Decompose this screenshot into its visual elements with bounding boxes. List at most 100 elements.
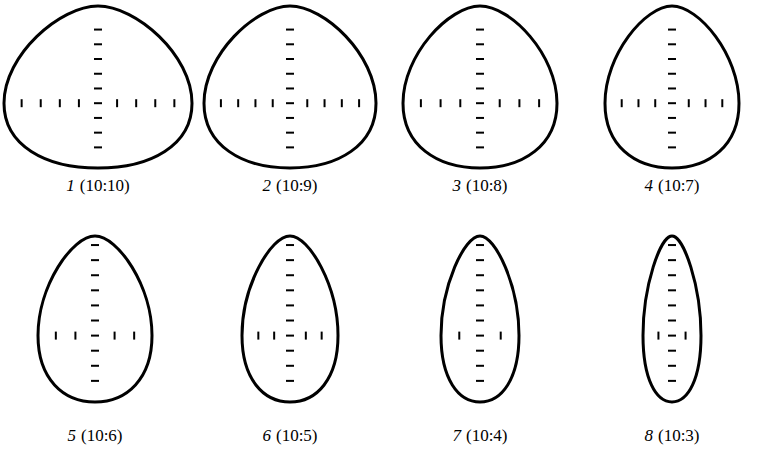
axis-tick <box>286 132 294 134</box>
axis-tick <box>94 43 102 45</box>
axis-tick <box>621 99 623 107</box>
axis-tick <box>286 380 294 382</box>
axis-tick <box>286 87 294 89</box>
axis-tick <box>286 146 294 148</box>
axis-tick <box>257 332 259 340</box>
axis-tick <box>668 320 676 322</box>
axis-tick <box>273 332 275 340</box>
axis-tick <box>668 289 676 291</box>
axis-tick <box>286 304 294 306</box>
axis-tick <box>341 99 343 107</box>
egg-outline <box>38 236 152 402</box>
axis-tick <box>154 99 156 107</box>
axis-tick <box>654 99 656 107</box>
axis-tick <box>668 350 676 352</box>
axis-tick <box>321 332 323 340</box>
axis-tick <box>91 259 99 261</box>
axis-tick <box>668 132 676 134</box>
axis-tick <box>476 320 484 322</box>
axis-tick <box>91 365 99 367</box>
axis-tick <box>476 43 484 45</box>
shape-caption: 2(10:9) <box>262 176 317 196</box>
axis-tick <box>458 332 460 340</box>
axis-tick <box>721 99 723 107</box>
axis-tick <box>705 99 707 107</box>
ratio-label: (10:6) <box>81 426 123 445</box>
egg-outline <box>403 6 557 168</box>
axis-tick <box>116 99 118 107</box>
axis-tick <box>305 332 307 340</box>
axis-tick <box>668 274 676 276</box>
egg-outline-group <box>441 236 519 402</box>
axis-tick <box>40 99 42 107</box>
egg-outline-group <box>4 6 192 168</box>
axis-tick <box>59 99 61 107</box>
axis-tick <box>94 117 102 119</box>
axis-tick <box>173 99 175 107</box>
shape-number: 6 <box>262 426 271 445</box>
egg-outline-group <box>242 236 338 402</box>
axis-tick <box>286 73 294 75</box>
egg-outline-group <box>204 6 376 168</box>
ratio-label: (10:10) <box>80 176 130 195</box>
axis-tick <box>286 117 294 119</box>
axis-tick <box>94 58 102 60</box>
axis-tick <box>286 29 294 31</box>
axis-tick <box>668 259 676 261</box>
axis-tick <box>637 99 639 107</box>
axis-tick <box>91 335 99 337</box>
axis-tick <box>286 274 294 276</box>
axis-tick <box>476 132 484 134</box>
shape-caption: 5 (10:6) <box>67 426 122 446</box>
shape-caption: 1(10:10) <box>66 176 130 196</box>
axis-tick <box>55 332 57 340</box>
axis-tick <box>476 274 484 276</box>
axis-tick <box>476 380 484 382</box>
egg-outline-group <box>643 236 701 402</box>
axis-tick <box>91 320 99 322</box>
axis-tick <box>286 244 294 246</box>
axis-tick <box>476 73 484 75</box>
axis-tick <box>78 99 80 107</box>
ratio-label: (10:3) <box>658 426 700 445</box>
axis-tick <box>500 332 502 340</box>
shape-number: 7 <box>452 426 461 445</box>
egg-outline <box>643 236 701 402</box>
axis-tick <box>94 87 102 89</box>
egg-outline <box>204 6 376 168</box>
axis-tick <box>91 380 99 382</box>
axis-tick <box>135 99 137 107</box>
axis-tick <box>286 335 294 337</box>
axis-tick <box>220 99 222 107</box>
shape-caption: 3(10:8) <box>452 176 507 196</box>
shape-number: 5 <box>67 426 76 445</box>
egg-outline-group <box>403 6 557 168</box>
egg-outline <box>441 236 519 402</box>
axis-tick <box>668 102 676 104</box>
axis-tick <box>420 99 422 107</box>
axis-tick <box>476 289 484 291</box>
axis-tick <box>476 335 484 337</box>
axis-tick <box>668 73 676 75</box>
axis-tick <box>668 58 676 60</box>
axis-tick <box>685 332 687 340</box>
axis-tick <box>91 244 99 246</box>
axis-tick <box>286 58 294 60</box>
axis-tick <box>688 99 690 107</box>
axis-tick <box>254 99 256 107</box>
axis-tick <box>21 99 23 107</box>
axis-tick <box>668 117 676 119</box>
axis-tick <box>476 365 484 367</box>
axis-tick <box>668 29 676 31</box>
axis-tick <box>668 146 676 148</box>
axis-tick <box>476 117 484 119</box>
egg-outline <box>242 236 338 402</box>
axis-tick <box>91 274 99 276</box>
axis-tick <box>272 99 274 107</box>
axis-tick <box>306 99 308 107</box>
axis-tick <box>91 350 99 352</box>
ratio-label: (10:5) <box>276 426 318 445</box>
axis-tick <box>518 99 520 107</box>
axis-tick <box>94 73 102 75</box>
